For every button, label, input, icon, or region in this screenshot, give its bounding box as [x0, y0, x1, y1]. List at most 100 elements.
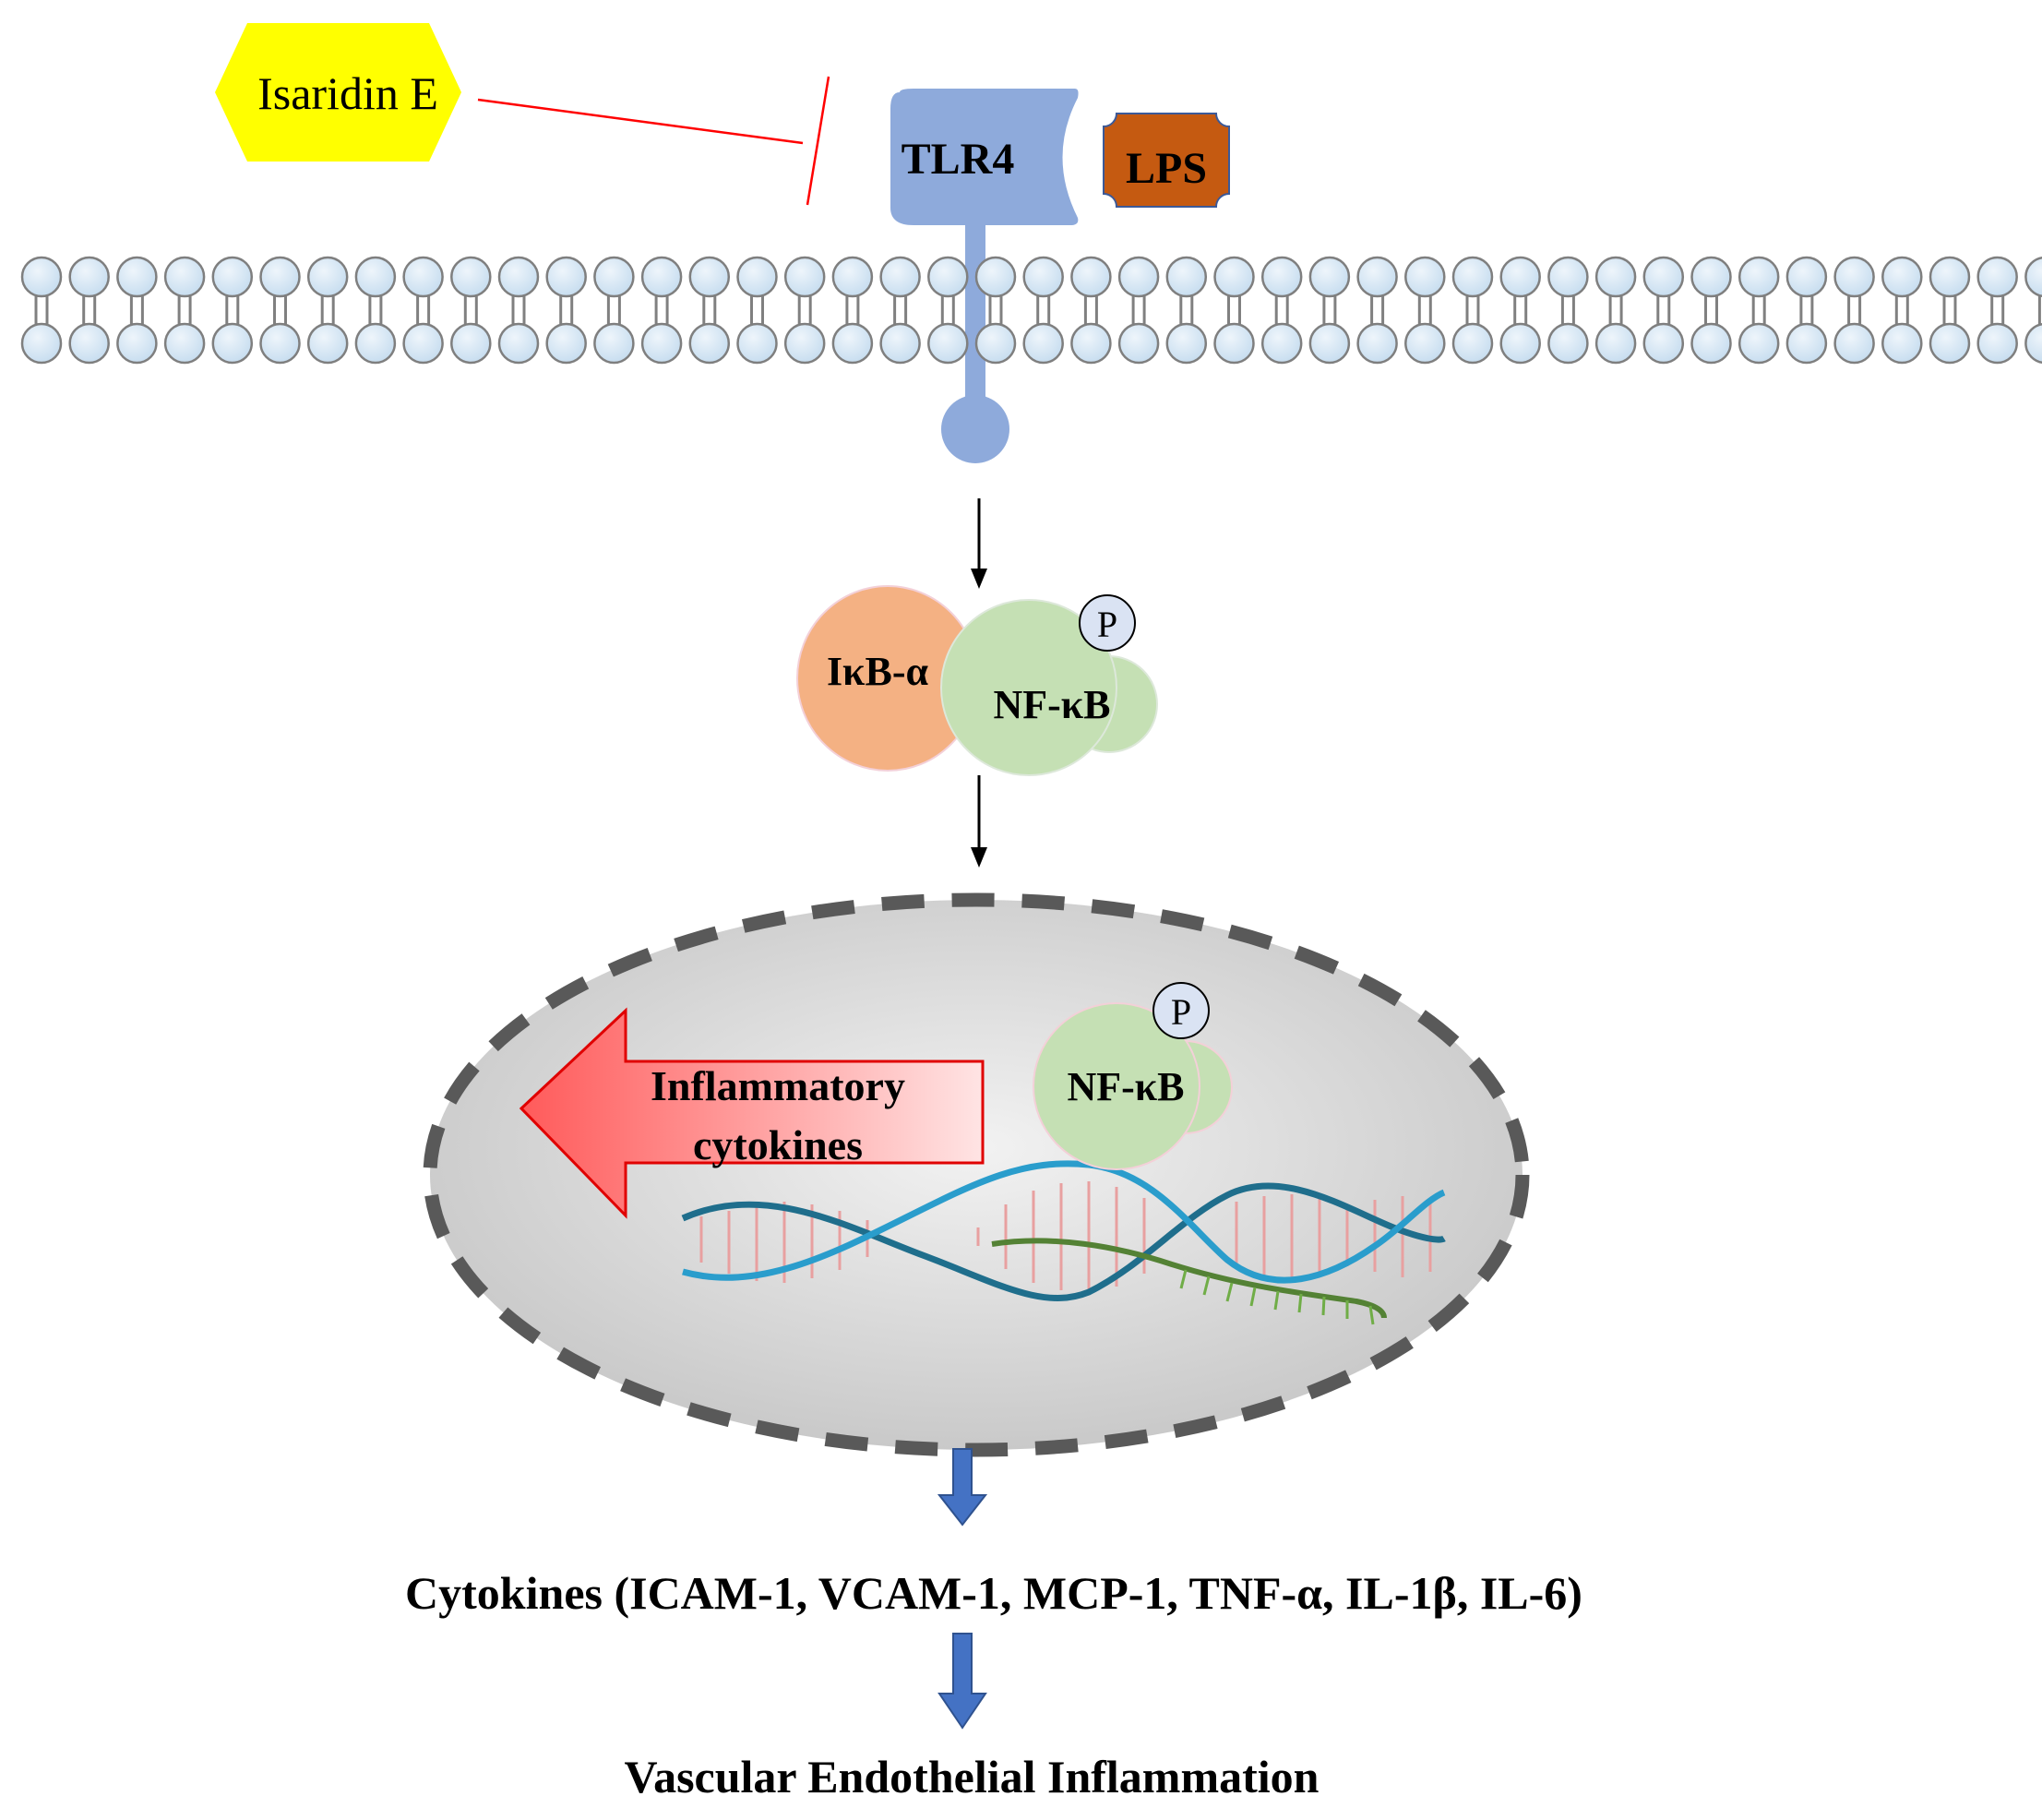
- lipid-head: [545, 322, 587, 365]
- phosphate-label-1: P: [1097, 604, 1117, 645]
- lipid-head: [1070, 256, 1112, 298]
- lipid-head: [640, 322, 683, 365]
- lipid-head: [783, 256, 826, 298]
- lipid-head: [1881, 256, 1923, 298]
- lipid-head: [20, 256, 63, 298]
- lipid-head: [688, 322, 731, 365]
- lipid-head: [1117, 256, 1160, 298]
- nfkb-label-nucleus: NF-κB: [1067, 1064, 1184, 1109]
- lipid-head: [1881, 322, 1923, 365]
- lipid-head: [211, 322, 254, 365]
- arrow-tlr4-to-complex: [971, 498, 987, 589]
- nfkb-nuclear-body: [1033, 1002, 1200, 1170]
- lipid-head: [1976, 256, 2018, 298]
- lipid-head: [1929, 256, 1971, 298]
- lipid-head: [1117, 322, 1160, 365]
- nfkb-label-cytoplasm: NF-κB: [993, 682, 1110, 727]
- ikb-alpha-label: IκB-α: [827, 649, 929, 694]
- red-block-arrow: [519, 1007, 985, 1219]
- lipid-head: [1451, 256, 1494, 298]
- tlr4-receptor: TLR4: [890, 89, 1079, 463]
- lipid-head: [736, 322, 778, 365]
- isaridin-e-node: Isaridin E: [215, 23, 461, 162]
- lipid-head: [545, 256, 587, 298]
- lipid-head: [116, 322, 158, 365]
- nfkb-nuclear: NF-κB P: [1033, 982, 1233, 1170]
- phosphate-label-2: P: [1171, 991, 1191, 1033]
- lipid-head: [354, 256, 397, 298]
- lipid-head: [211, 256, 254, 298]
- arrow-label-line1: Inflammatory: [651, 1062, 905, 1109]
- isaridin-e-label: Isaridin E: [257, 67, 438, 119]
- lipid-head: [1165, 322, 1208, 365]
- lipid-head: [402, 256, 444, 298]
- lipid-head: [1022, 256, 1064, 298]
- arrow-label-line2: cytokines: [693, 1121, 863, 1168]
- lps-label: LPS: [1126, 144, 1207, 193]
- tlr4-label: TLR4: [902, 135, 1015, 184]
- ikb-nfkb-complex: IκB-α NF-κB P: [796, 585, 1158, 776]
- lipid-head: [402, 322, 444, 365]
- lipid-head: [1260, 256, 1303, 298]
- lipid-head: [1737, 322, 1780, 365]
- cytokines-list: Cytokines (ICAM-1, VCAM-1, MCP-1, TNF-α,…: [405, 1567, 1582, 1619]
- lipid-head: [1594, 322, 1637, 365]
- nucleus-body: [423, 892, 1530, 1457]
- lipid-head: [1547, 256, 1589, 298]
- isaridin-e-hexagon: [215, 23, 461, 162]
- lipid-head: [736, 256, 778, 298]
- blue-arrow-to-outcome: [937, 1633, 987, 1730]
- lipid-head: [831, 256, 874, 298]
- lipid-head: [1213, 322, 1255, 365]
- lipid-head: [879, 256, 921, 298]
- lipid-head: [1451, 322, 1494, 365]
- lipid-head: [1213, 256, 1255, 298]
- lipid-head: [259, 322, 301, 365]
- lipid-head: [1022, 322, 1064, 365]
- lipid-head: [1499, 256, 1541, 298]
- lipid-head: [68, 256, 110, 298]
- lipid-head: [640, 256, 683, 298]
- lipid-head: [306, 322, 349, 365]
- lipid-head: [1356, 322, 1398, 365]
- lipid-head: [974, 256, 1017, 298]
- lipid-head: [688, 256, 731, 298]
- dna-helix: [681, 1160, 1446, 1325]
- arrow-head: [971, 569, 987, 589]
- lipid-head: [2024, 257, 2042, 297]
- lipid-head: [1594, 256, 1637, 298]
- lipid-head: [1308, 322, 1351, 365]
- blue-arrow-to-cytokines: [937, 1448, 988, 1527]
- lipid-head: [1690, 322, 1732, 365]
- inhibition-edge: [477, 76, 830, 206]
- inhibition-bar: [806, 76, 830, 206]
- lipid-head: [1070, 322, 1112, 365]
- lipid-head: [2024, 323, 2042, 364]
- lipid-head: [497, 256, 540, 298]
- lipid-head: [354, 322, 397, 365]
- lipid-head: [1165, 256, 1208, 298]
- lipid-head: [1356, 256, 1398, 298]
- cell-membrane: [20, 256, 2042, 365]
- lipid-head: [831, 322, 874, 365]
- lipid-head: [593, 256, 635, 298]
- lipid-head: [927, 322, 969, 365]
- lipid-head: [1785, 322, 1828, 365]
- lipid-head: [1833, 322, 1875, 365]
- nucleus: Inflammatory cytokines NF-κB P: [423, 892, 1530, 1457]
- lipid-head: [1737, 256, 1780, 298]
- tlr4-extracellular-domain: [890, 89, 1079, 225]
- nfkb-body: [940, 599, 1117, 776]
- lipid-head: [116, 256, 158, 298]
- lipid-head: [593, 322, 635, 365]
- lipid-head: [1785, 256, 1828, 298]
- dna-strand-1: [681, 1182, 1446, 1301]
- lipid-head: [1308, 256, 1351, 298]
- lipid-head: [879, 322, 921, 365]
- lipid-head: [974, 322, 1017, 365]
- lipid-head: [306, 256, 349, 298]
- lipid-head: [1404, 256, 1446, 298]
- lipid-head: [163, 322, 206, 365]
